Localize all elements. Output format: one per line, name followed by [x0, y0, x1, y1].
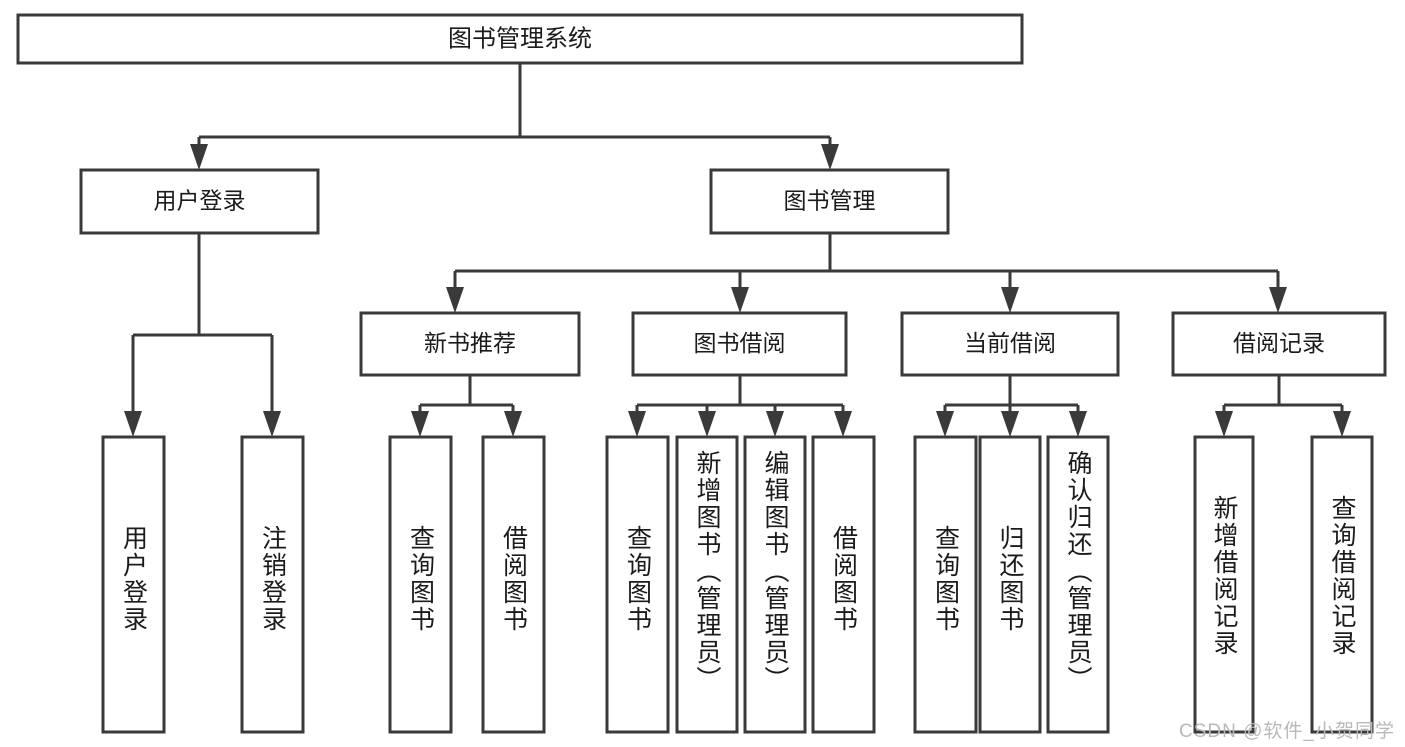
leaf-node-9-label-holder: 归还图书	[982, 439, 1038, 730]
leaf-node-8-label-holder: 查询图书	[917, 439, 974, 730]
leaf-node-7-label: 借阅图书	[829, 525, 858, 633]
level2-node-1-label: 图书管理	[784, 188, 876, 214]
csdn-watermark: CSDN @软件_小贺同学	[1179, 721, 1395, 742]
level3-node-2-box[interactable]	[900, 311, 1120, 377]
level2-node-0-box[interactable]	[79, 168, 320, 235]
arrow-head-icon	[1069, 411, 1087, 437]
level3-node-2-label: 当前借阅	[964, 330, 1056, 356]
leaf-node-10-box[interactable]	[1046, 435, 1110, 734]
leaf-node-3-label-holder: 借阅图书	[485, 439, 542, 730]
leaf-node-4-box[interactable]	[605, 435, 670, 734]
arrow-head-icon	[628, 411, 646, 437]
level2-node-0-label: 用户登录	[154, 188, 246, 214]
arrow-head-icon	[821, 144, 839, 170]
leaf-node-12-label: 查询借阅记录	[1328, 495, 1356, 657]
arrow-head-icon	[1001, 287, 1019, 313]
leaf-node-6-label: 编辑图书（管理员）	[761, 450, 789, 693]
leaf-node-0-label: 用户登录	[119, 525, 148, 633]
leaf-node-12-box[interactable]	[1310, 435, 1374, 734]
leaf-node-2-label: 查询图书	[406, 525, 435, 633]
level3-node-0-label: 新书推荐	[424, 330, 516, 356]
arrow-head-icon	[1215, 411, 1233, 437]
root-node-box[interactable]	[16, 13, 1024, 65]
leaf-node-5-label-holder: 新增图书（管理员）	[679, 439, 735, 730]
leaf-node-10-label-holder: 确认归还（管理员）	[1050, 439, 1106, 730]
leaf-node-1-box[interactable]	[240, 435, 305, 734]
leaf-node-2-box[interactable]	[388, 435, 453, 734]
level3-node-3-label: 借阅记录	[1233, 330, 1325, 356]
leaf-node-12-label-holder: 查询借阅记录	[1314, 439, 1370, 730]
arrow-head-icon	[834, 411, 852, 437]
arrow-head-icon	[698, 411, 716, 437]
arrow-head-icon	[1001, 411, 1019, 437]
arrow-head-icon	[190, 144, 208, 170]
leaf-node-1-label: 注销登录	[258, 525, 287, 633]
level3-node-1-box[interactable]	[631, 311, 848, 377]
leaf-node-9-label: 归还图书	[996, 525, 1024, 633]
arrow-head-icon	[1269, 287, 1287, 313]
leaf-node-6-box[interactable]	[743, 435, 807, 734]
leaf-node-5-box[interactable]	[675, 435, 739, 734]
leaf-node-0-box[interactable]	[101, 435, 166, 734]
arrow-head-icon	[411, 411, 429, 437]
leaf-node-11-label-holder: 新增借阅记录	[1197, 439, 1251, 730]
leaf-node-1-label-holder: 注销登录	[244, 439, 301, 730]
leaf-node-2-label-holder: 查询图书	[392, 439, 449, 730]
root-node-label: 图书管理系统	[448, 25, 592, 52]
leaf-node-9-box[interactable]	[978, 435, 1042, 734]
connector-lines-layer	[124, 63, 1351, 437]
leaf-node-10-label: 确认归还（管理员）	[1064, 450, 1092, 693]
arrow-head-icon	[446, 287, 464, 313]
arrow-head-icon	[124, 411, 142, 437]
level3-node-0-box[interactable]	[359, 311, 581, 377]
leaf-node-11-box[interactable]	[1193, 435, 1255, 734]
leaf-node-3-label: 借阅图书	[499, 525, 528, 633]
leaf-node-4-label-holder: 查询图书	[609, 439, 666, 730]
level3-node-3-box[interactable]	[1171, 311, 1387, 377]
leaf-node-6-label-holder: 编辑图书（管理员）	[747, 439, 803, 730]
leaf-node-5-label: 新增图书（管理员）	[693, 450, 721, 693]
arrow-head-icon	[731, 287, 749, 313]
leaf-node-11-label: 新增借阅记录	[1210, 495, 1238, 657]
arrow-head-icon	[263, 411, 281, 437]
leaf-node-0-label-holder: 用户登录	[105, 439, 162, 730]
level3-node-1-label: 图书借阅	[694, 330, 786, 356]
leaf-node-8-box[interactable]	[913, 435, 978, 734]
leaf-node-7-box[interactable]	[811, 435, 876, 734]
leaf-node-4-label: 查询图书	[623, 525, 652, 633]
arrow-head-icon	[766, 411, 784, 437]
level2-node-1-box[interactable]	[709, 168, 950, 235]
arrow-head-icon	[504, 411, 522, 437]
arrow-head-icon	[1333, 411, 1351, 437]
leaf-node-7-label-holder: 借阅图书	[815, 439, 872, 730]
leaf-node-8-label: 查询图书	[931, 525, 960, 633]
arrow-head-icon	[936, 411, 954, 437]
leaf-node-3-box[interactable]	[481, 435, 546, 734]
